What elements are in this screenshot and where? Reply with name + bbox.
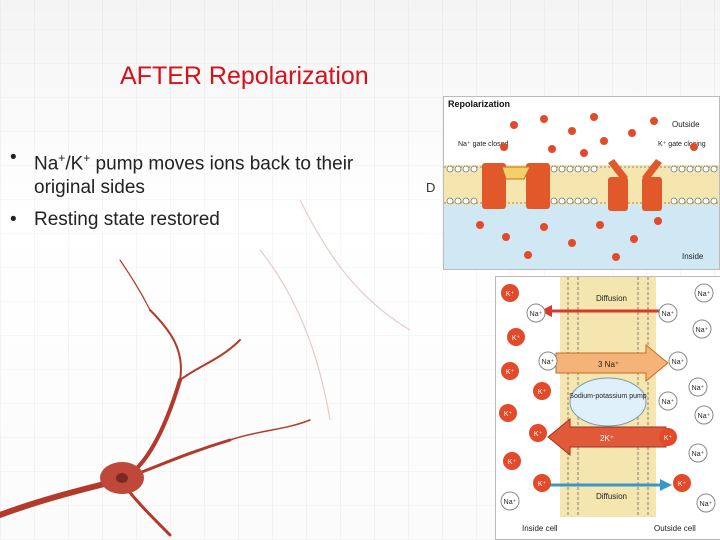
na-ion-label: Na⁺ [662,311,675,318]
outside-ions: Na⁺ Na⁺ Na⁺ Na⁺ Na⁺ Na⁺ Na⁺ K⁺ Na⁺ K⁺ Na… [658,283,716,513]
repolarization-svg: Repolarization Outside Inside Na⁺ gate c… [444,97,719,269]
bullet-text: Resting state restored [34,209,220,231]
bullet-superscript: + [83,151,91,165]
diffusion-top-label: Diffusion [596,294,627,303]
na-ion-label: Na⁺ [698,291,711,298]
three-na-label: 3 Na⁺ [598,360,619,369]
k-ion-label: K⁺ [512,335,521,342]
na-ion-label: Na⁺ [692,385,705,392]
k-ion-label: K⁺ [508,459,517,466]
k-channel [608,159,662,211]
k-ion-label: K⁺ [534,431,543,438]
bullet-text-part: pump moves ions back to their original s… [34,153,354,199]
repolarization-diagram: Repolarization Outside Inside Na⁺ gate c… [443,96,720,270]
diffusion-bottom-arrow [536,479,672,491]
na-ion-label: Na⁺ [504,499,517,506]
bullet-item: • Resting state restored [8,208,418,232]
k-ion-label: K⁺ [678,481,687,488]
diffusion-bottom-label: Diffusion [596,492,627,501]
k-ion-label: K⁺ [538,389,547,396]
k-ion-label: K⁺ [506,369,515,376]
k-ion-label: K⁺ [506,291,515,298]
two-k-label: 2K⁺ [600,434,614,443]
bullet-list: • Na+/K+ pump moves ions back to their o… [8,146,418,240]
k-ion-label: K⁺ [504,411,513,418]
na-ion-label: Na⁺ [698,413,711,420]
outside-label: Outside [672,120,700,129]
diagram-label: Repolarization [448,99,510,109]
diffusion-top-arrow [540,305,676,317]
k-ion-label: K⁺ [664,435,673,442]
na-ion-label: Na⁺ [696,327,709,334]
k-ion-label: K⁺ [538,481,547,488]
na-ion-label: Na⁺ [542,359,555,366]
bullet-dot: • [10,147,17,168]
na-channel [482,163,550,209]
figure-letter: D [426,180,436,195]
pump-label: Sodium-potassium pump [569,393,647,400]
inside-cell-label: Inside cell [522,524,558,533]
outside-cell-label: Outside cell [654,524,696,533]
na-gate-label: Na⁺ gate closed [458,141,508,148]
slide-title: AFTER Repolarization [120,62,369,90]
phospholipid-heads [446,165,718,205]
sodium-potassium-pump-diagram: Diffusion 3 Na⁺ Sodium-potassium pump 2K… [495,276,720,540]
na-ion-label: Na⁺ [672,359,685,366]
na-ion-label: Na⁺ [700,501,713,508]
na-ion-label: Na⁺ [662,399,675,406]
inside-label: Inside [682,252,704,261]
bullet-dot: • [10,209,17,231]
bullet-text-part: /K [65,153,84,175]
bullet-superscript: + [58,151,66,165]
bullet-item: • Na+/K+ pump moves ions back to their o… [8,146,418,200]
na-ion-label: Na⁺ [530,311,543,318]
ion-dots [476,113,698,261]
k-gate-label: K⁺ gate closing [658,141,706,148]
pump-svg: Diffusion 3 Na⁺ Sodium-potassium pump 2K… [496,277,720,539]
three-na-arrow [555,343,669,383]
two-k-arrow [547,417,667,457]
bullet-text-part: Na [34,153,59,175]
na-ion-label: Na⁺ [692,451,705,458]
inside-ions: K⁺ Na⁺ K⁺ Na⁺ K⁺ K⁺ K⁺ K⁺ K⁺ K⁺ Na⁺ [499,284,558,511]
